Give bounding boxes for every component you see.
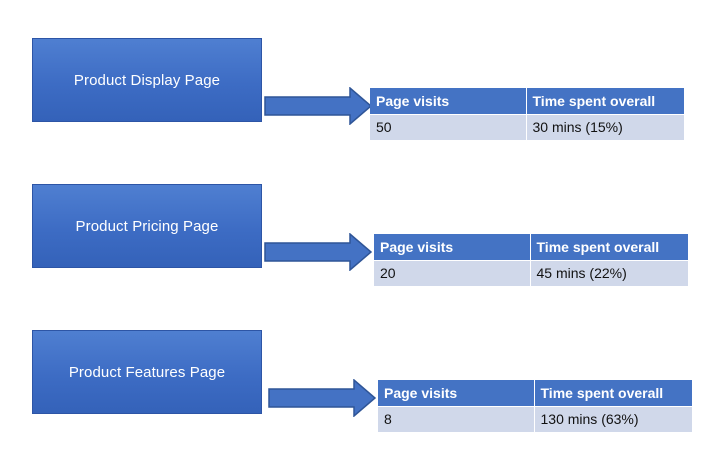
page-box-label: Product Display Page: [73, 71, 221, 89]
cell-page-visits: 8: [378, 406, 535, 432]
arrow-right-icon: [264, 233, 372, 271]
header-page-visits: Page visits: [378, 380, 535, 407]
table-row: 50 30 mins (15%): [370, 114, 684, 140]
table-header-row: Page visits Time spent overall: [378, 380, 692, 407]
table-header-row: Page visits Time spent overall: [374, 234, 688, 261]
cell-time-spent: 130 mins (63%): [534, 406, 692, 432]
header-time-spent: Time spent overall: [530, 234, 688, 261]
table-header-row: Page visits Time spent overall: [370, 88, 684, 115]
header-page-visits: Page visits: [374, 234, 531, 261]
product-display-page-box: Product Display Page: [32, 38, 262, 122]
header-time-spent: Time spent overall: [534, 380, 692, 407]
product-features-stats-table: Page visits Time spent overall 8 130 min…: [378, 380, 692, 432]
page-box-label: Product Features Page: [68, 363, 226, 381]
product-features-page-box: Product Features Page: [32, 330, 262, 414]
arrow-right-icon: [268, 379, 376, 417]
cell-page-visits: 50: [370, 114, 527, 140]
product-display-stats-table: Page visits Time spent overall 50 30 min…: [370, 88, 684, 140]
cell-time-spent: 45 mins (22%): [530, 260, 688, 286]
cell-time-spent: 30 mins (15%): [526, 114, 684, 140]
page-box-label: Product Pricing Page: [75, 217, 219, 235]
arrow-right-icon: [264, 87, 372, 125]
product-pricing-page-box: Product Pricing Page: [32, 184, 262, 268]
header-page-visits: Page visits: [370, 88, 527, 115]
product-pricing-stats-table: Page visits Time spent overall 20 45 min…: [374, 234, 688, 286]
table-row: 8 130 mins (63%): [378, 406, 692, 432]
header-time-spent: Time spent overall: [526, 88, 684, 115]
cell-page-visits: 20: [374, 260, 531, 286]
table-row: 20 45 mins (22%): [374, 260, 688, 286]
